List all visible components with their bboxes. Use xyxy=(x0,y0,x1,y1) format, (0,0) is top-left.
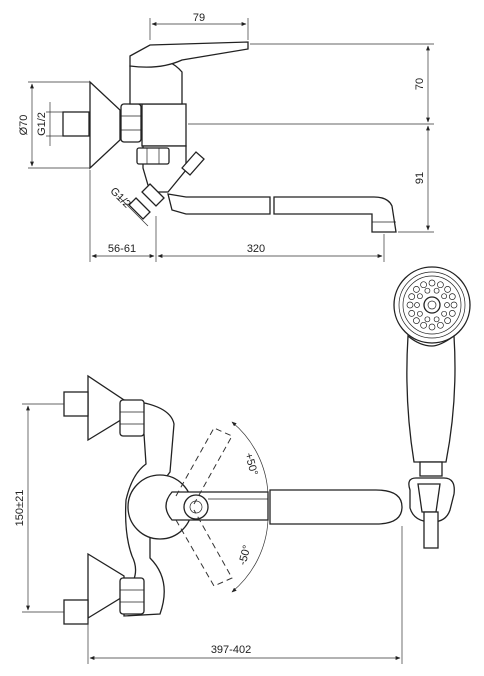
nozzle xyxy=(420,321,427,329)
nozzle xyxy=(441,293,447,300)
dim-flange-diameter: Ø70 xyxy=(18,115,30,136)
nozzle xyxy=(413,317,420,324)
nozzle xyxy=(450,301,458,309)
dim-lever-length: 79 xyxy=(193,12,205,24)
nozzle xyxy=(448,310,456,317)
nozzle xyxy=(448,293,456,300)
nozzle xyxy=(406,301,414,309)
side-view: 79 70 91 Ø70 G1/2 G1/2 56-61 320 xyxy=(18,12,434,262)
dim-spout-height: 91 xyxy=(414,172,426,184)
dim-spout-reach: 320 xyxy=(247,243,265,255)
shower-nozzles xyxy=(406,279,458,331)
nozzle xyxy=(417,310,423,317)
nozzle xyxy=(428,323,436,331)
nozzle xyxy=(413,286,420,293)
hand-shower xyxy=(393,266,471,549)
front-view: +50° -50° 150±21 397-402 xyxy=(14,374,403,664)
dim-rotation-up: +50° xyxy=(242,452,260,477)
nozzle xyxy=(433,287,440,294)
nozzle xyxy=(444,317,451,324)
nozzle xyxy=(437,281,444,289)
nozzle xyxy=(417,293,423,300)
nozzle xyxy=(414,302,420,308)
nozzle xyxy=(408,310,416,317)
nozzle xyxy=(408,293,416,300)
dim-wall-thread: G1/2 xyxy=(36,112,48,136)
nozzle xyxy=(444,286,451,293)
nozzle xyxy=(428,279,436,287)
nozzle xyxy=(437,321,444,329)
nozzle xyxy=(420,281,427,289)
nozzle xyxy=(444,302,450,308)
dim-inlet-spacing: 150±21 xyxy=(14,490,26,527)
dim-rotation-down: -50° xyxy=(237,544,254,567)
dim-overall-width: 397-402 xyxy=(211,644,251,656)
dim-wall-offset: 56-61 xyxy=(108,243,136,255)
nozzle xyxy=(424,316,431,323)
nozzle xyxy=(433,316,440,323)
nozzle xyxy=(424,287,431,294)
nozzle xyxy=(441,310,447,317)
dim-body-height: 70 xyxy=(414,78,426,90)
